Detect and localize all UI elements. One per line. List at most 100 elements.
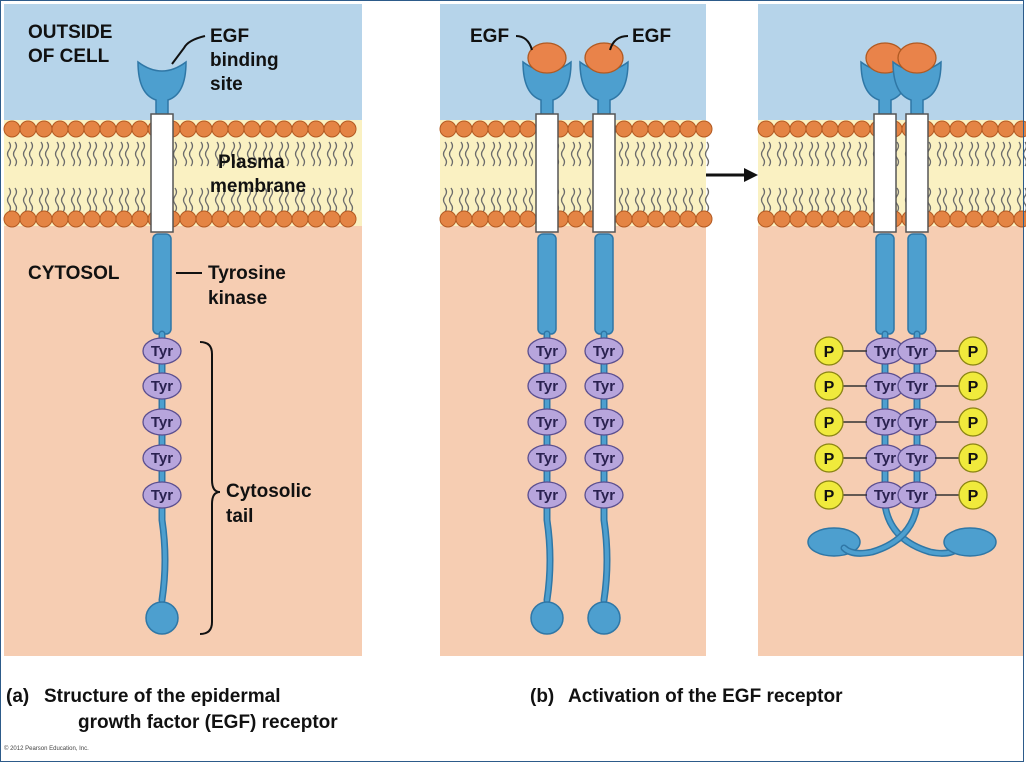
tyr-label: Tyr (593, 487, 615, 504)
lipid-head (276, 121, 292, 137)
panel-b1-cytosol-region (440, 226, 706, 656)
lipid-head (84, 121, 100, 137)
lipid-head (212, 121, 228, 137)
lipid-head (950, 121, 966, 137)
lipid-head (504, 121, 520, 137)
tyrosine-kinase-domain (153, 234, 171, 334)
lipid-head (36, 121, 52, 137)
lipid-head (520, 121, 536, 137)
lipid-head (324, 211, 340, 227)
lipid-head (822, 211, 838, 227)
lipid-head (998, 121, 1014, 137)
lipid-head (680, 121, 696, 137)
lipid-head (664, 121, 680, 137)
tyr-label: Tyr (536, 450, 558, 467)
lipid-head (100, 211, 116, 227)
egf-binding-site-label-1: EGF (210, 26, 249, 47)
tyr-label: Tyr (874, 378, 896, 395)
lipid-head (340, 211, 356, 227)
tyr-label: Tyr (906, 414, 928, 431)
lipid-head (116, 121, 132, 137)
tyr-label: Tyr (151, 487, 173, 504)
lipid-head (292, 211, 308, 227)
phosphate-label: P (824, 415, 835, 432)
lipid-head (696, 211, 712, 227)
lipid-head (1014, 211, 1026, 227)
tyr-label: Tyr (151, 343, 173, 360)
tyr-label: Tyr (536, 378, 558, 395)
lipid-head (244, 121, 260, 137)
tyr-label: Tyr (151, 378, 173, 395)
lipid-head (934, 211, 950, 227)
tyr-label: Tyr (906, 487, 928, 504)
egf-ligand (528, 43, 566, 73)
lipid-head (568, 121, 584, 137)
tyr-label: Tyr (593, 450, 615, 467)
lipid-head (616, 211, 632, 227)
lipid-head (116, 211, 132, 227)
lipid-head (212, 211, 228, 227)
lipid-head (308, 211, 324, 227)
lipid-head (822, 121, 838, 137)
lipid-head (790, 211, 806, 227)
lipid-head (20, 121, 36, 137)
phosphate-label: P (824, 344, 835, 361)
lipid-head (616, 121, 632, 137)
lipid-head (20, 211, 36, 227)
lipid-head (504, 211, 520, 227)
transmembrane-segment (593, 114, 615, 232)
tyr-label: Tyr (874, 487, 896, 504)
transmembrane-segment (151, 114, 173, 232)
lipid-head (1014, 121, 1026, 137)
panel-a (4, 4, 362, 656)
tyr-label: Tyr (593, 414, 615, 431)
phosphate-label: P (968, 379, 979, 396)
transmembrane-segment (874, 114, 896, 232)
lipid-head (260, 121, 276, 137)
tyrosine-kinase-domain (538, 234, 556, 334)
lipid-head (950, 211, 966, 227)
tail-terminal (531, 602, 563, 634)
lipid-head (132, 211, 148, 227)
panel-b-left (440, 4, 712, 656)
caption-b: Activation of the EGF receptor (568, 686, 843, 707)
lipid-head (648, 211, 664, 227)
lipid-head (758, 121, 774, 137)
lipid-head (998, 211, 1014, 227)
lipid-head (440, 121, 456, 137)
tyr-label: Tyr (906, 343, 928, 360)
lipid-head (632, 121, 648, 137)
caption-b-letter: (b) (530, 686, 554, 707)
tyr-label: Tyr (906, 378, 928, 395)
phosphate-label: P (968, 344, 979, 361)
egf-ligand (898, 43, 936, 73)
lipid-head (196, 211, 212, 227)
lipid-head (4, 211, 20, 227)
lipid-head (664, 211, 680, 227)
tyr-label: Tyr (536, 414, 558, 431)
tyr-label: Tyr (874, 450, 896, 467)
panel-a-plasma-membrane (4, 120, 362, 227)
tail-terminal (944, 528, 996, 556)
lipid-head (472, 211, 488, 227)
lipid-head (244, 211, 260, 227)
caption-a-line-2: growth factor (EGF) receptor (78, 712, 338, 733)
tyrosine-kinase-label-1: Tyrosine (208, 263, 286, 284)
lipid-head (292, 121, 308, 137)
lipid-head (680, 211, 696, 227)
tyrosine-kinase-domain (908, 234, 926, 334)
lipid-head (648, 121, 664, 137)
panel-b1-plasma-membrane (440, 120, 712, 227)
panel-b1-outside-region (440, 4, 706, 120)
tyr-label: Tyr (536, 343, 558, 360)
lipid-head (180, 121, 196, 137)
cytosolic-tail-label-1: Cytosolic (226, 481, 312, 502)
plasma-membrane-label-1: Plasma (218, 152, 285, 173)
lipid-head (966, 211, 982, 227)
lipid-head (308, 121, 324, 137)
lipid-head (456, 211, 472, 227)
lipid-head (520, 211, 536, 227)
lipid-head (632, 211, 648, 227)
lipid-head (696, 121, 712, 137)
